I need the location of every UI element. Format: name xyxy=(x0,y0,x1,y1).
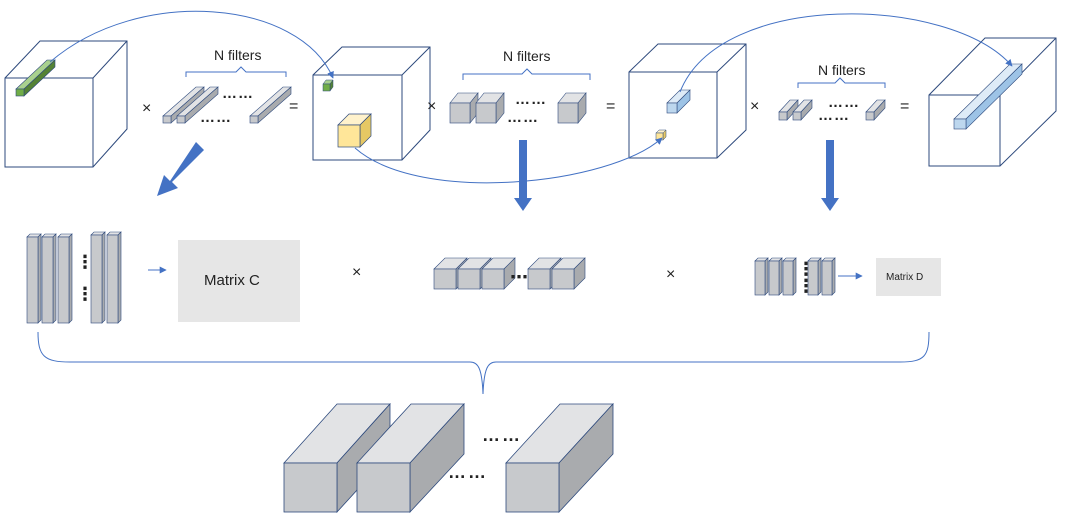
matrix-d-label: Matrix D xyxy=(886,272,923,283)
n-filters-label-1: N filters xyxy=(214,47,261,63)
green-voxel xyxy=(322,79,334,92)
n-filters-label-2: N filters xyxy=(503,48,550,64)
filters-brace-2 xyxy=(462,68,591,80)
blue-voxel-small xyxy=(666,89,691,114)
ellipsis-top-3b: …… xyxy=(818,107,850,124)
green-bar-1 xyxy=(15,59,56,97)
curve-arrow-1 xyxy=(49,10,334,79)
filter-bars-1 xyxy=(162,86,292,124)
ellipsis-top-3a: …… xyxy=(828,94,860,111)
ellipsis-top-1a: …… xyxy=(222,85,254,102)
equals-operator-1: = xyxy=(289,98,298,115)
equals-operator-2: = xyxy=(606,98,615,115)
ellipsis-bottom-a: …… xyxy=(482,425,522,445)
ellipsis-mid-2: ⋯ xyxy=(510,267,530,287)
times-operator-4: × xyxy=(352,264,361,281)
matrix-c-box xyxy=(178,240,300,322)
ellipsis-mid-3a: ⋮ xyxy=(797,259,817,279)
curve-arrow-3 xyxy=(679,13,1013,93)
ellipsis-top-1b: …… xyxy=(200,109,232,126)
down-arrow-3 xyxy=(821,140,839,211)
feature-cube-2 xyxy=(312,46,431,161)
ellipsis-top-2a: …… xyxy=(515,91,547,108)
n-filters-label-3: N filters xyxy=(818,62,865,78)
filter-blocks-middle xyxy=(433,257,586,290)
down-arrow-2 xyxy=(514,140,532,211)
ellipsis-mid-3b: ⋮ xyxy=(797,276,817,296)
reshaped-columns-right xyxy=(754,257,836,296)
equals-operator-3: = xyxy=(900,98,909,115)
output-block-2 xyxy=(356,402,465,514)
filters-brace-3 xyxy=(797,77,886,88)
curve-arrow-2 xyxy=(354,137,663,184)
times-operator-2: × xyxy=(427,98,436,115)
output-block-1 xyxy=(283,402,391,514)
filter-blocks-2 xyxy=(449,92,587,124)
ellipsis-mid-1b: ⋮ xyxy=(76,284,96,304)
output-block-3 xyxy=(505,402,614,514)
yellow-cube xyxy=(337,113,372,148)
times-operator-3: × xyxy=(750,98,759,115)
ellipsis-bottom-b: …… xyxy=(448,462,488,482)
reshaped-columns-left xyxy=(26,231,122,324)
filter-bars-3 xyxy=(778,99,886,121)
times-operator-1: × xyxy=(142,100,151,117)
times-operator-5: × xyxy=(666,266,675,283)
ellipsis-top-2b: …… xyxy=(507,109,539,126)
input-cube-1 xyxy=(4,40,128,168)
yellow-voxel-small xyxy=(655,129,667,141)
filters-brace-1 xyxy=(185,66,287,77)
matrix-c-label: Matrix C xyxy=(204,272,260,289)
blue-bar-output xyxy=(953,63,1023,130)
ellipsis-mid-1a: ⋮ xyxy=(76,252,96,272)
matrix-d-box xyxy=(876,258,941,296)
down-arrow-1 xyxy=(157,142,204,196)
bottom-brace xyxy=(37,331,930,395)
